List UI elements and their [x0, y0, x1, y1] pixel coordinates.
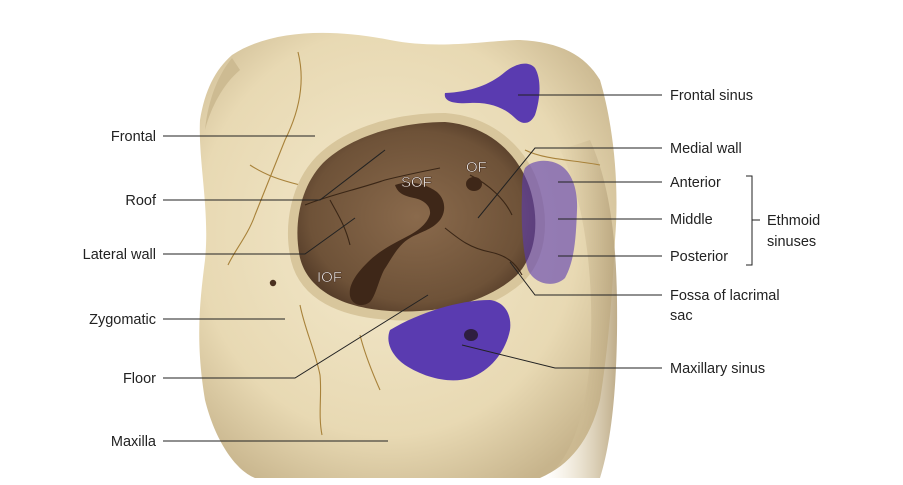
label-sof: SOF [401, 174, 432, 191]
label-maxilla: Maxilla [111, 434, 157, 450]
leader-fossa [509, 261, 662, 296]
maxillary-suture [359, 334, 381, 391]
leader-roof [163, 149, 386, 201]
leader-floor [163, 294, 429, 379]
temporal-suture [227, 51, 302, 266]
orbit-crack-2 [329, 199, 351, 246]
label-frontal-sinus: Frontal sinus [670, 88, 753, 104]
label-anterior: Anterior [670, 175, 721, 191]
orbit-crack-1 [304, 167, 441, 206]
label-ethmoid-line1: Ethmoid [767, 213, 820, 229]
label-posterior: Posterior [670, 249, 728, 265]
label-medial-wall: Medial wall [670, 141, 742, 157]
orbit-crack-3 [444, 227, 523, 276]
label-roof: Roof [125, 193, 157, 209]
label-frontal: Frontal [111, 129, 156, 145]
zygomatic-suture [299, 304, 323, 436]
ethmoid-sinus-shape [521, 160, 578, 284]
bone-shadow-left [205, 58, 240, 130]
zygomatic-foramen [269, 279, 277, 287]
orbit-cavity [297, 122, 536, 312]
maxillary-sinus-shape [388, 300, 511, 381]
ethmoid-bracket [746, 175, 753, 266]
label-floor: Floor [123, 371, 156, 387]
leader-medial-wall [477, 147, 662, 219]
label-iof: IOF [317, 269, 342, 286]
superior-orbital-fissure [349, 182, 445, 306]
label-of: OF [466, 159, 487, 176]
label-lateral-wall: Lateral wall [83, 247, 156, 263]
leader-maxillary-sinus [461, 344, 662, 369]
label-ethmoid-line2: sinuses [767, 234, 816, 250]
label-zygomatic: Zygomatic [89, 312, 156, 328]
label-fossa-line2: sac [670, 308, 693, 324]
optic-foramen [466, 177, 482, 191]
label-fossa-line1: Fossa of lacrimal [670, 288, 780, 304]
label-middle: Middle [670, 212, 713, 228]
bone-shadow-right [545, 140, 618, 478]
label-maxillary-sinus: Maxillary sinus [670, 361, 765, 377]
maxillary-foramen [464, 329, 478, 341]
frontal-suture [249, 164, 301, 186]
leader-lateral-wall [163, 217, 356, 255]
frontal-sinus-shape [444, 63, 540, 123]
